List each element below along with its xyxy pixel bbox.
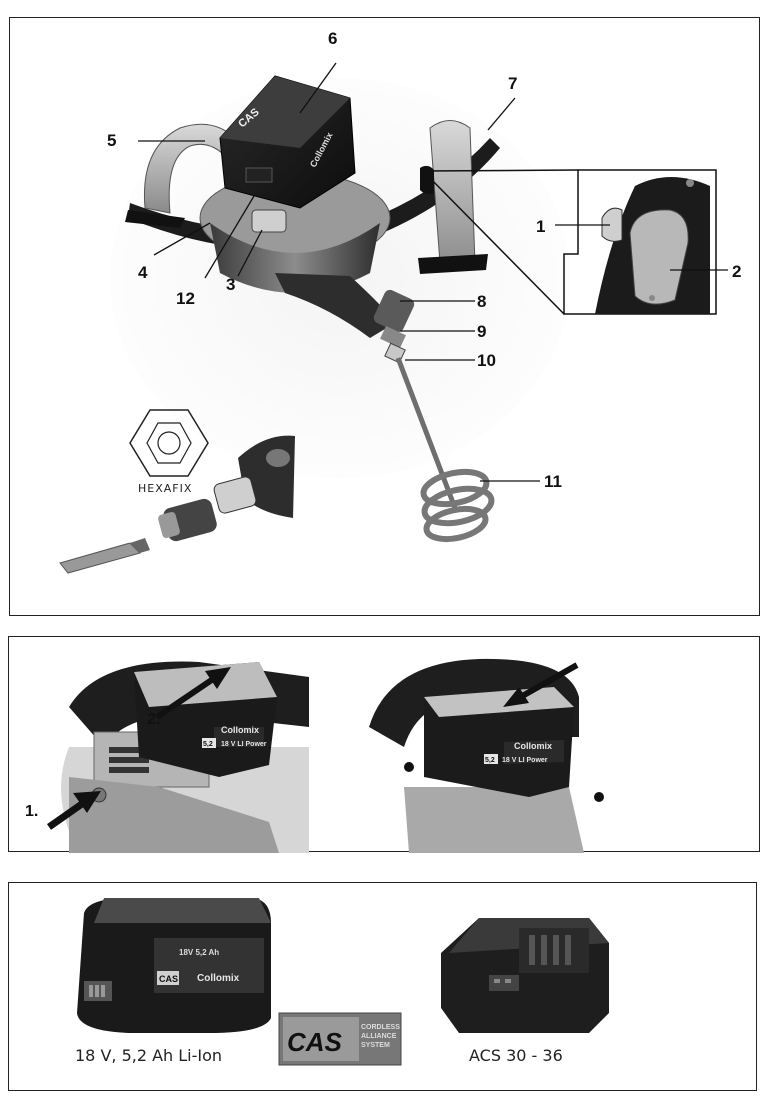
left-handle-foot — [125, 210, 185, 228]
cas-logo-text: CAS — [287, 1027, 343, 1057]
battery-insertion-panel: Collomix 5,2 18 V LI Power Collomix 5,2 … — [8, 636, 760, 853]
arrow-step-2 — [155, 667, 231, 720]
inset-handle-detail — [595, 177, 710, 314]
callout-7: 7 — [508, 74, 518, 93]
zoom-line-top — [422, 169, 579, 172]
hexafix-chuck — [380, 326, 406, 348]
battery-charger-panel: 18V 5,2 Ah Collomix CAS CAS CORDLESS ALL… — [8, 882, 757, 1091]
step-2-label: 2. — [147, 711, 161, 728]
battery-capacity-left: 5,2 — [203, 741, 213, 748]
battery-brand-left: Collomix — [221, 725, 259, 735]
zoom-line-bottom — [422, 170, 565, 315]
hexafix-hexagon-icon — [129, 409, 209, 477]
leader-lines — [138, 62, 728, 482]
charger-caption: ACS 30 - 36 — [469, 1046, 563, 1065]
cas-logo-sub-3: SYSTEM — [361, 1042, 390, 1049]
trigger-switch — [420, 165, 434, 194]
callout-6: 6 — [328, 29, 338, 48]
callout-3: 3 — [226, 275, 236, 294]
cas-logo-sub-1: CORDLESS — [361, 1024, 400, 1031]
hexafix-chuck-detail — [59, 435, 295, 574]
motor-body — [275, 273, 395, 338]
battery-insertion-illustration: Collomix 5,2 18 V LI Power Collomix 5,2 … — [46, 658, 604, 853]
hexafix-label: HEXAFIX — [138, 482, 193, 495]
callout-10: 10 — [477, 351, 496, 370]
arrow-insert — [503, 662, 579, 707]
callout-2: 2 — [732, 262, 742, 281]
charger-photo — [441, 918, 609, 1033]
callout-11: 11 — [544, 472, 562, 491]
battery-removal-photo: Collomix 5,2 18 V LI Power — [61, 661, 309, 853]
cas-logo-sub-2: ALLIANCE — [361, 1033, 397, 1040]
battery-capacity-right: 5,2 — [485, 757, 495, 764]
battery-spec-left: 18 V LI Power — [221, 741, 267, 748]
battery-brand-right: Collomix — [514, 741, 552, 751]
callout-1: 1 — [536, 217, 546, 236]
battery-caption: 18 V, 5,2 Ah Li-Ion — [75, 1046, 223, 1065]
callout-8: 8 — [477, 292, 487, 311]
battery-pack-photo: 18V 5,2 Ah Collomix CAS — [77, 898, 271, 1033]
battery-cas-badge-text: CAS — [159, 974, 178, 984]
battery-brand-text: Collomix — [197, 973, 240, 984]
step-1-label: 1. — [25, 803, 39, 820]
battery-pack: Collomix CAS — [219, 75, 356, 209]
battery-charger-illustration: 18V 5,2 Ah Collomix CAS CAS CORDLESS ALL… — [77, 898, 609, 1066]
cas-logo: CAS CORDLESS ALLIANCE SYSTEM — [278, 1012, 402, 1066]
callout-5: 5 — [107, 131, 117, 150]
callout-4: 4 — [138, 263, 148, 282]
stirrer-rod — [395, 357, 458, 509]
mixer-illustration: Collomix CAS — [59, 62, 728, 574]
battery-spec-text: 18V 5,2 Ah — [179, 948, 219, 957]
arrow-step-1 — [46, 791, 101, 830]
battery-release-button — [251, 209, 287, 233]
callout-12: 12 — [176, 289, 195, 308]
stirrer-paddle — [420, 468, 495, 543]
callout-9: 9 — [477, 322, 487, 341]
battery-insert-photo: Collomix 5,2 18 V LI Power — [369, 658, 604, 853]
battery-spec-right: 18 V LI Power — [502, 757, 548, 764]
handle-bar — [128, 138, 500, 251]
overview-figure-panel: Collomix CAS — [9, 17, 760, 616]
right-handle-foot — [418, 254, 488, 274]
